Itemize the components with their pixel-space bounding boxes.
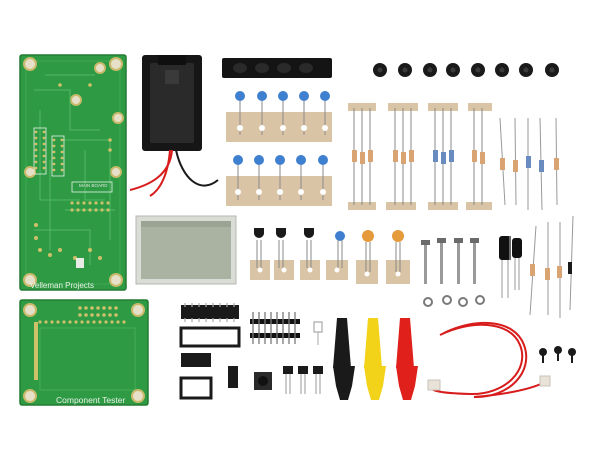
- transistors-taped: [250, 228, 410, 284]
- main-pcb-silk-text: MAIN BOARD: [79, 183, 108, 188]
- sub-pcb-label: Component Tester: [56, 395, 126, 405]
- battery-holder: [129, 55, 219, 197]
- main-pcb: [19, 54, 127, 291]
- push-button: [254, 372, 272, 390]
- loose-resistor-bodies: [500, 156, 559, 172]
- ceramic-capacitors-row-1: [226, 91, 332, 142]
- test-clip-red: [396, 318, 418, 400]
- red-wire-harness: [427, 321, 551, 399]
- loose-transistors: [283, 366, 323, 394]
- screws: [421, 238, 485, 307]
- sub-pcb: [19, 299, 149, 406]
- right-resistors: [529, 215, 574, 318]
- test-clip-black: [333, 318, 355, 400]
- ic-chips-and-sockets: [179, 303, 241, 400]
- ceramic-capacitors-row-2: [226, 155, 332, 206]
- lcd-display: [135, 215, 237, 285]
- test-clip-yellow: [364, 318, 386, 400]
- main-pcb-label: Velleman Projects: [30, 281, 95, 290]
- header-pins: [250, 312, 323, 345]
- foam-strip: [222, 58, 332, 78]
- electrolytic-capacitors: [499, 236, 522, 298]
- small-screws: [539, 346, 576, 363]
- rubber-spacers: [373, 63, 559, 77]
- taped-resistors: [348, 103, 492, 210]
